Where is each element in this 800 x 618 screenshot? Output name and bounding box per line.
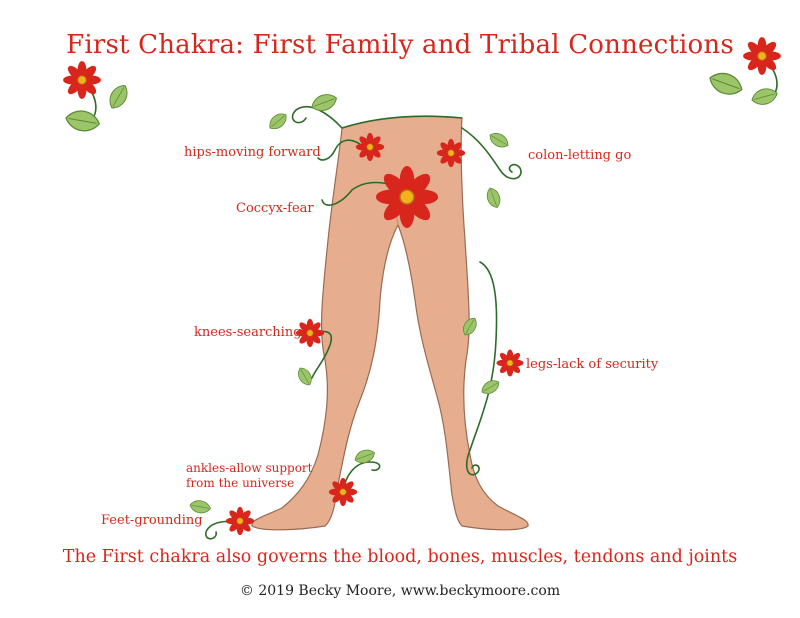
label-ankles: ankles-allow support from the universe [186, 461, 312, 491]
label-ankles-line1: ankles-allow support [186, 461, 313, 475]
flower-icon [375, 165, 439, 229]
leaf-icon [294, 364, 315, 389]
footer-note: The First chakra also governs the blood,… [62, 547, 738, 567]
label-feet: Feet-grounding [101, 513, 203, 528]
leaf-icon [749, 85, 780, 108]
leaf-icon [308, 90, 340, 115]
label-knees: knees-searching [194, 325, 302, 340]
page-title: First Chakra: First Family and Tribal Co… [66, 30, 734, 60]
leaf-icon [478, 377, 503, 398]
flower-icon [742, 36, 782, 76]
leaf-icon [483, 185, 504, 210]
leaf-icon [486, 129, 512, 151]
leaf-icon [706, 68, 746, 100]
flower-icon [436, 138, 466, 168]
flower-icon [225, 506, 255, 536]
label-colon: colon-letting go [528, 148, 632, 163]
flower-icon [496, 349, 524, 377]
label-legs: legs-lack of security [526, 357, 659, 372]
copyright: © 2019 Becky Moore, www.beckymoore.com [239, 583, 561, 599]
flower-icon [355, 132, 385, 162]
leaf-icon [105, 81, 132, 113]
label-ankles-line2: from the universe [186, 476, 295, 490]
leaf-icon [265, 109, 291, 133]
flower-icon [328, 477, 358, 507]
flower-icon [62, 60, 102, 100]
label-hips: hips-moving forward [184, 145, 321, 160]
label-coccyx: Coccyx-fear [236, 201, 314, 216]
